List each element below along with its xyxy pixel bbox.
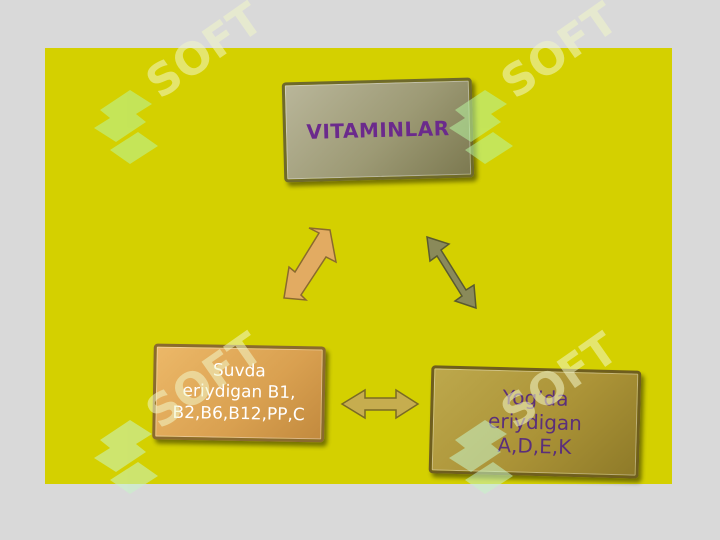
water-soluble-line-1: Suvda	[212, 360, 266, 382]
water-soluble-line-2: eriydigan B1,	[182, 381, 296, 404]
fat-soluble-line-2: eriydigan	[487, 408, 583, 436]
water-soluble-label: Suvda eriydigan B1, B2,B6,B12,PP,C	[172, 360, 305, 426]
water-soluble-node: Suvda eriydigan B1, B2,B6,B12,PP,C	[152, 343, 326, 443]
fat-soluble-node: Yog’da eriydigan A,D,E,K	[428, 365, 642, 479]
fat-soluble-line-3: A,D,E,K	[497, 433, 572, 459]
fat-soluble-label: Yog’da eriydigan A,D,E,K	[487, 385, 583, 459]
water-soluble-line-3: B2,B6,B12,PP,C	[172, 402, 305, 425]
fat-soluble-line-1: Yog’da	[502, 385, 569, 411]
vitaminlar-label: VITAMINLAR	[306, 116, 450, 144]
vitaminlar-node: VITAMINLAR	[281, 77, 475, 183]
